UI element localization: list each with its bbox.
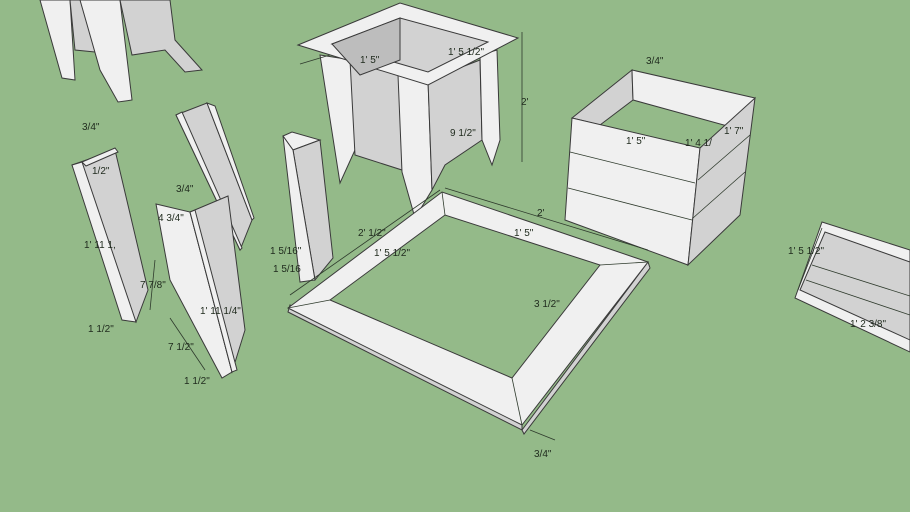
dimension-label: 3/4" — [534, 449, 552, 460]
corner-leg-board-2 — [175, 102, 255, 252]
dimension-label: 3 1/2" — [534, 299, 560, 310]
dimension-label: 1' 11 1, — [84, 240, 116, 251]
dimension-label: 1' 2 3/8" — [850, 319, 886, 330]
open-box — [564, 68, 756, 267]
dimension-label: 2' — [537, 208, 545, 219]
dimension-lines — [149, 32, 823, 441]
side-panel-right — [794, 221, 910, 353]
dimension-label: 1' 5" — [514, 228, 534, 239]
partial-planter-top-left — [39, 0, 204, 103]
corner-leg-board-3 — [155, 195, 246, 379]
dimension-label: 1' 5" — [626, 136, 646, 147]
dimension-label: 1' 4 1/ — [685, 138, 712, 149]
dimension-label: 1' 5 1/2" — [374, 248, 410, 259]
dimension-label: 1' 11 1/4" — [200, 306, 241, 317]
dimension-label: 1' 5" — [360, 55, 380, 66]
dimension-label: 2' 1/2" — [358, 228, 386, 239]
dimension-label: 1' 5 1/2" — [448, 47, 484, 58]
dimension-label: 1' 5 1/2" — [788, 246, 824, 257]
dimension-label: 7 1/2" — [168, 342, 194, 353]
dimension-label: 1 5/16 — [273, 264, 301, 275]
corner-leg-board-4 — [282, 131, 334, 283]
dimension-label: 1 1/2" — [88, 324, 114, 335]
dimension-label: 1/2" — [92, 166, 110, 177]
dimension-label: 1 5/16" — [270, 246, 302, 257]
dimension-label: 1' 7" — [724, 126, 744, 137]
dimension-label: 4 3/4" — [158, 213, 184, 224]
dimension-label: 3/4" — [176, 184, 194, 195]
dimension-label: 1 1/2" — [184, 376, 210, 387]
assembled-planter — [296, 2, 520, 220]
dimension-label: 3/4" — [82, 122, 100, 133]
dimension-labels: 3/4" 1/2" 1' 11 1, 7 7/8" 1 1/2" 3/4" 4 … — [82, 47, 886, 460]
corner-leg-board-1 — [71, 147, 149, 324]
dimension-label: 9 1/2" — [450, 128, 476, 139]
base-frame — [287, 191, 651, 435]
dimension-label: 2' — [521, 97, 529, 108]
dimension-label: 3/4" — [646, 56, 664, 67]
dimension-label: 7 7/8" — [140, 280, 166, 291]
